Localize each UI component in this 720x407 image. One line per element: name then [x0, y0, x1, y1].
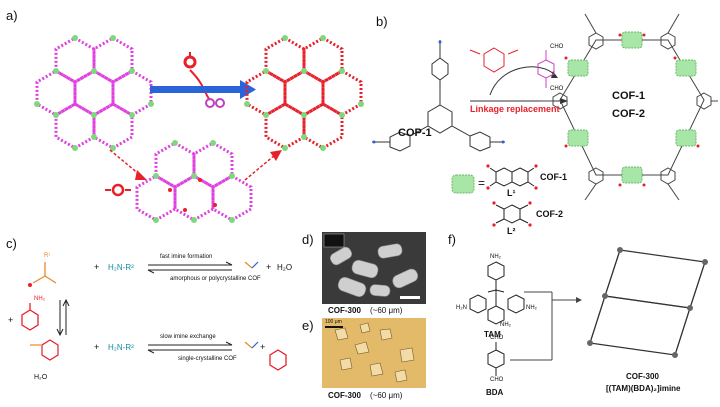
leaving-linker-magenta-icon: [205, 98, 225, 108]
dashed-arrow-down: [109, 149, 147, 180]
tam-nh2-bottom: NH₂: [500, 322, 511, 328]
panel-label-e: e): [302, 318, 314, 333]
dianhydride-red-icon: [469, 47, 519, 73]
tam-nh2-top: NH₂: [490, 254, 501, 260]
water-label-top: H₂O: [277, 263, 293, 272]
panel-label-f: f): [448, 232, 456, 247]
equals-sign: =: [478, 176, 486, 190]
ligand-L2-cof-label: COF-2: [536, 209, 563, 219]
intermediate-network: [135, 140, 253, 223]
dashed-arrow-up: [244, 150, 282, 181]
ligand-L2-label: L²: [507, 226, 516, 236]
panel-label-a: a): [6, 8, 18, 23]
slow-equilibrium-arrows: [147, 341, 233, 354]
aldehyde-oxygen: [28, 283, 32, 287]
cop1-monomer: [372, 40, 505, 152]
cof300-formula: [(TAM)(BDA)₂]imine: [606, 384, 681, 393]
slow-exchange-label: slow imine exchange: [160, 334, 216, 340]
imine-product-top: [244, 261, 259, 269]
single-crystalline-label: single-crystalline COF: [178, 356, 237, 362]
plus-sign-3: +: [8, 315, 14, 325]
honeycomb-network-initial: [34, 35, 154, 151]
dialdehyde-pink-icon: [537, 50, 555, 88]
imine-product-bottom: [244, 341, 259, 349]
amine-label-top: H₂N-R²: [108, 263, 134, 272]
sem-caption: COF-300: [328, 306, 361, 315]
tam-label: TAM: [484, 330, 501, 339]
optical-caption: COF-300: [328, 391, 361, 400]
ligand-L1-label: L¹: [507, 188, 516, 198]
linkage-replacement-label: Linkage replacement: [470, 104, 560, 114]
cop1-label: COP-1: [398, 127, 432, 139]
fast-imine-label: fast imine formation: [160, 254, 213, 260]
ligand-L1-oxygens: [486, 164, 538, 190]
combine-arrow: [510, 291, 576, 361]
cof-framework-hexagon: [559, 39, 705, 176]
fast-equilibrium-arrows: [147, 261, 233, 274]
combine-arrowhead: [576, 297, 582, 303]
cof-outer-arms: [540, 13, 718, 201]
panel-label-d: d): [302, 232, 314, 247]
cof1-label: COF-1: [612, 90, 645, 102]
honeycomb-network-exchanged: [244, 35, 364, 151]
cof-oxygen-marks: [564, 33, 700, 187]
r1-label: R¹: [44, 253, 51, 259]
panel-label-c: c): [6, 236, 17, 251]
cof-linker-boxes: [567, 31, 697, 184]
panel-label-b: b): [376, 14, 388, 29]
aniline-product-red: [269, 349, 287, 371]
bda-structure: [487, 342, 505, 376]
dialdehyde-cho-top: CHO: [550, 44, 564, 50]
aniline-red-structure: [21, 303, 39, 331]
plus-sign-2: +: [266, 262, 272, 272]
plus-sign-4: +: [94, 342, 100, 352]
amorphous-cof-label: amorphous or polycrystalline COF: [170, 276, 261, 282]
tam-nh2-left: H₂N: [456, 305, 467, 311]
optical-size: (~60 μm): [370, 391, 403, 400]
reaction-arrow-blue: [150, 80, 256, 99]
water-label-bottom: H₂O: [34, 374, 48, 381]
bda-cho-top: CHO: [490, 335, 504, 341]
legend-linker-box: [451, 174, 475, 194]
plus-sign-1: +: [94, 262, 100, 272]
amine-label-bottom: H₂N-R²: [108, 343, 134, 352]
vertical-equilibrium-arrows: [56, 298, 70, 337]
bda-label: BDA: [486, 388, 504, 397]
aldehyde-orange-structure: [32, 262, 57, 284]
ligand-L1-cof-label: COF-1: [540, 172, 567, 182]
cof300-product-label: COF-300: [626, 372, 659, 381]
imine-intermediate: [30, 339, 59, 361]
cop1-nitrogen-marks: [372, 40, 505, 144]
ligand-L1-structure: [489, 167, 535, 187]
tam-nh2-right: NH₂: [526, 305, 537, 311]
optical-scalebar-label: 100 μm: [325, 319, 342, 325]
bda-cho-bottom: CHO: [490, 377, 504, 383]
dialdehyde-cho-bottom: CHO: [550, 86, 564, 92]
optical-micrograph-image: [322, 318, 426, 388]
plus-sign-5: +: [260, 342, 266, 352]
linker-molecule-red-small-icon: [105, 183, 131, 197]
cof300-nodes: [587, 247, 708, 358]
tam-structure: [469, 261, 525, 325]
cof300-3d-framework: [589, 249, 706, 356]
ligand-L2-structure: [495, 204, 529, 224]
ligand-L2-oxygens: [492, 201, 532, 227]
sem-micrograph-image: [322, 232, 426, 304]
sem-size: (~60 μm): [370, 306, 403, 315]
aniline-nh2-label: NH₂: [34, 296, 45, 302]
cof2-label: COF-2: [612, 108, 645, 120]
